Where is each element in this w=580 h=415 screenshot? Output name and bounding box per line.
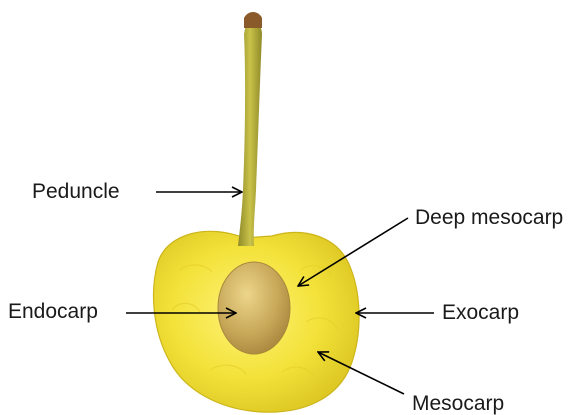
label-mesocarp: Mesocarp — [412, 393, 504, 414]
stem-tip — [244, 12, 262, 28]
label-deep-mesocarp: Deep mesocarp — [415, 207, 563, 228]
label-endocarp: Endocarp — [8, 301, 98, 322]
cherry-stem — [238, 22, 262, 246]
label-peduncle: Peduncle — [32, 181, 120, 202]
label-exocarp: Exocarp — [442, 302, 519, 323]
cherry-stone — [218, 262, 290, 354]
